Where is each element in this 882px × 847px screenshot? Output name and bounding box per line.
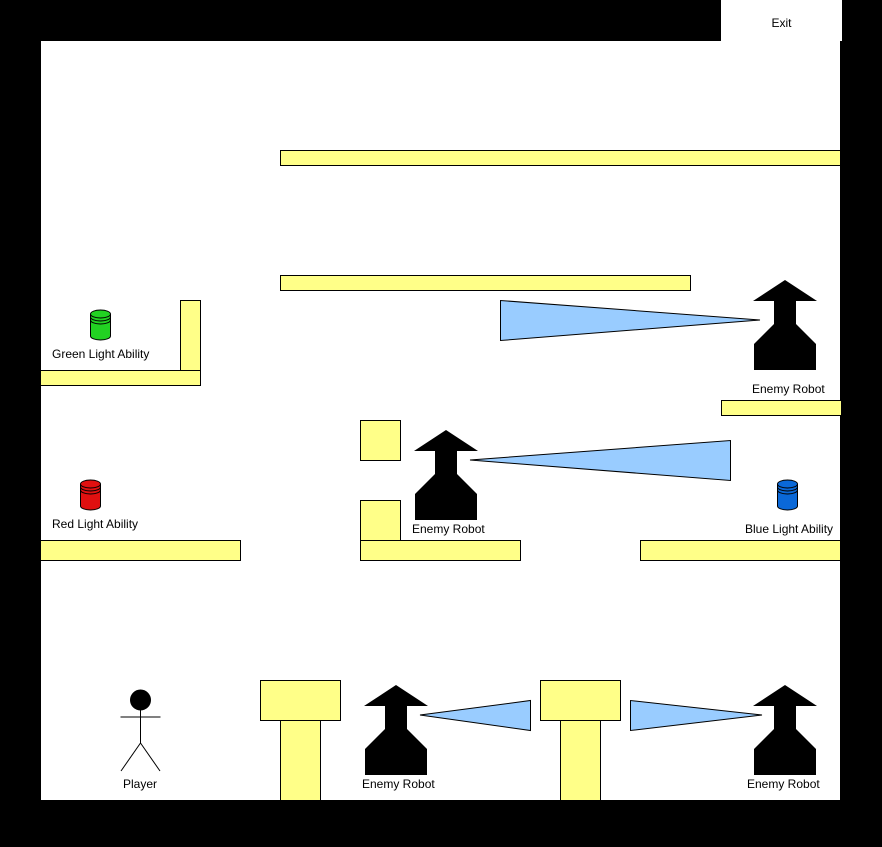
- red-ability-label: Red Light Ability: [52, 517, 139, 531]
- enemy-robot-bottom-left-icon: [364, 685, 428, 775]
- block-step: [360, 500, 401, 541]
- red-light-ability-icon[interactable]: [80, 479, 101, 511]
- blue-light-ability-icon[interactable]: [777, 479, 798, 511]
- enemy-robot-middle-icon: [414, 430, 478, 520]
- platform-green-wall: [180, 300, 201, 371]
- block-floating: [360, 420, 401, 461]
- player-icon[interactable]: [120, 689, 161, 772]
- pillar-right-cap: [540, 680, 621, 721]
- blue-ability-label: Blue Light Ability: [745, 522, 834, 536]
- pillar-right-post: [560, 720, 601, 801]
- play-area: [41, 41, 840, 800]
- platform-middle: [360, 540, 521, 561]
- pillar-left-post: [280, 720, 321, 801]
- vision-cone-bottom-left: [419, 699, 531, 732]
- vision-cone-bottom-right: [630, 699, 763, 732]
- platform-upper: [280, 275, 691, 291]
- platform-red-ledge: [40, 540, 241, 561]
- enemy-robot-top-right-icon: [753, 280, 817, 370]
- enemy-robot-top-right-label: Enemy Robot: [752, 382, 825, 396]
- enemy-robot-bottom-left-label: Enemy Robot: [362, 777, 435, 791]
- green-ability-label: Green Light Ability: [52, 347, 150, 361]
- vision-cone-middle: [469, 439, 731, 482]
- vision-cone-top-right: [500, 299, 761, 342]
- exit-label[interactable]: Exit: [771, 16, 792, 30]
- enemy-robot-middle-label: Enemy Robot: [412, 522, 485, 536]
- exit-zone[interactable]: [721, 0, 842, 41]
- enemy-robot-bottom-right-icon: [753, 685, 817, 775]
- pillar-left-cap: [260, 680, 341, 721]
- enemy-robot-bottom-right-label: Enemy Robot: [747, 777, 820, 791]
- green-light-ability-icon[interactable]: [90, 309, 111, 341]
- platform-top: [280, 150, 841, 166]
- player-label: Player: [123, 777, 158, 791]
- platform-green-ledge: [40, 370, 201, 386]
- platform-right-ledge: [721, 400, 842, 416]
- platform-blue-ledge: [640, 540, 841, 561]
